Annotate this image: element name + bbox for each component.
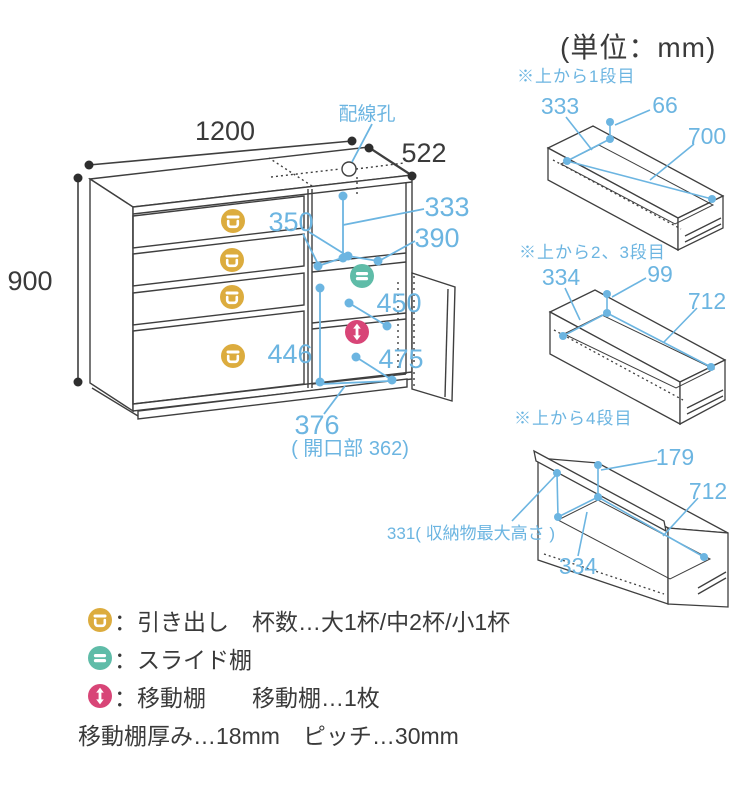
wiring-hole [341,161,357,177]
cabinet-outer-dimensions: 900 1200 522 [7,116,447,387]
legend-row-slide-shelf: ：スライド棚 [78,639,638,677]
door-inner-height-label: 446 [267,339,312,369]
movable-shelf-icon [343,318,371,346]
drawer-icon [218,283,246,311]
wiring-hole-label: 配線孔 [338,103,395,125]
drawer2-width-label: 334 [542,264,581,290]
legend-movable-shelf-label: ：移動棚 移動棚…1枚 [114,685,380,711]
legend-footer: 移動棚厚み…18mm ピッチ…30mm [78,723,459,749]
drawer3-width-label: 334 [559,553,598,579]
drawer1-length-label: 700 [688,123,726,149]
slide-shelf-icon [348,262,376,290]
cabinet-left-face [89,177,134,413]
open-height-label: 333 [424,192,469,222]
legend-row-movable-shelf: ：移動棚 移動棚…1枚 [78,677,638,715]
shelf-width-lower-label: 475 [378,344,423,374]
opening-note-label: ( 開口部 362) [291,437,409,460]
drawer-detail-2: 334 99 712 [542,261,727,426]
cabinet-inner-dimensions: 配線孔 350 333 390 450 446 475 376 ( 開口部 36… [267,103,469,460]
drawer2-length-label: 712 [688,288,726,314]
drawer-icon [88,608,112,632]
unit-note: (単位：mm) [560,32,717,63]
movable-shelf-icon [88,684,112,708]
cabinet-door-open [411,272,456,402]
drawer-fronts [132,195,305,405]
drawer-detail-1-title: ※上から1段目 [517,67,636,86]
legend: ：引き出し 杯数…大1杯/中2杯/小1杯 ：スライド棚 ：移動棚 移動棚…1枚 … [78,601,638,751]
drawer2-height-label: 99 [647,261,673,287]
drawer-detail-3: 179 712 331( 収納物最大高さ ) 334 [387,444,729,608]
cabinet-plinth [137,378,408,420]
drawer-icon [219,207,247,235]
drawer3-height-note-label: 331( 収納物最大高さ ) [387,524,555,543]
drawer-icon [218,246,246,274]
dim-depth-label: 522 [401,138,446,168]
drawer1-height-label: 66 [652,92,678,118]
open-width-label: 350 [268,207,313,237]
legend-row-drawer: ：引き出し 杯数…大1杯/中2杯/小1杯 [78,601,638,639]
shelf-width-upper-label: 450 [376,288,421,318]
slide-shelf-icon [88,646,112,670]
drawer-detail-3-title: ※上から4段目 [514,409,633,428]
dim-width-label: 1200 [195,116,255,146]
legend-slide-shelf-label: ：スライド棚 [114,647,252,673]
open-depth-label: 390 [414,223,459,253]
drawer3-length-label: 712 [689,478,727,504]
door-width-label: 376 [294,410,339,440]
drawer-detail-1: 333 66 700 [541,92,726,252]
drawer-icon [219,342,247,370]
dim-height-label: 900 [7,266,52,296]
legend-drawer-label: ：引き出し 杯数…大1杯/中2杯/小1杯 [114,609,511,635]
drawer1-width-label: 333 [541,93,579,119]
drawer-detail-2-title: ※上から2、3段目 [519,243,666,262]
drawer3-rail-height-label: 179 [656,444,694,470]
cabinet-diagram [87,146,456,420]
